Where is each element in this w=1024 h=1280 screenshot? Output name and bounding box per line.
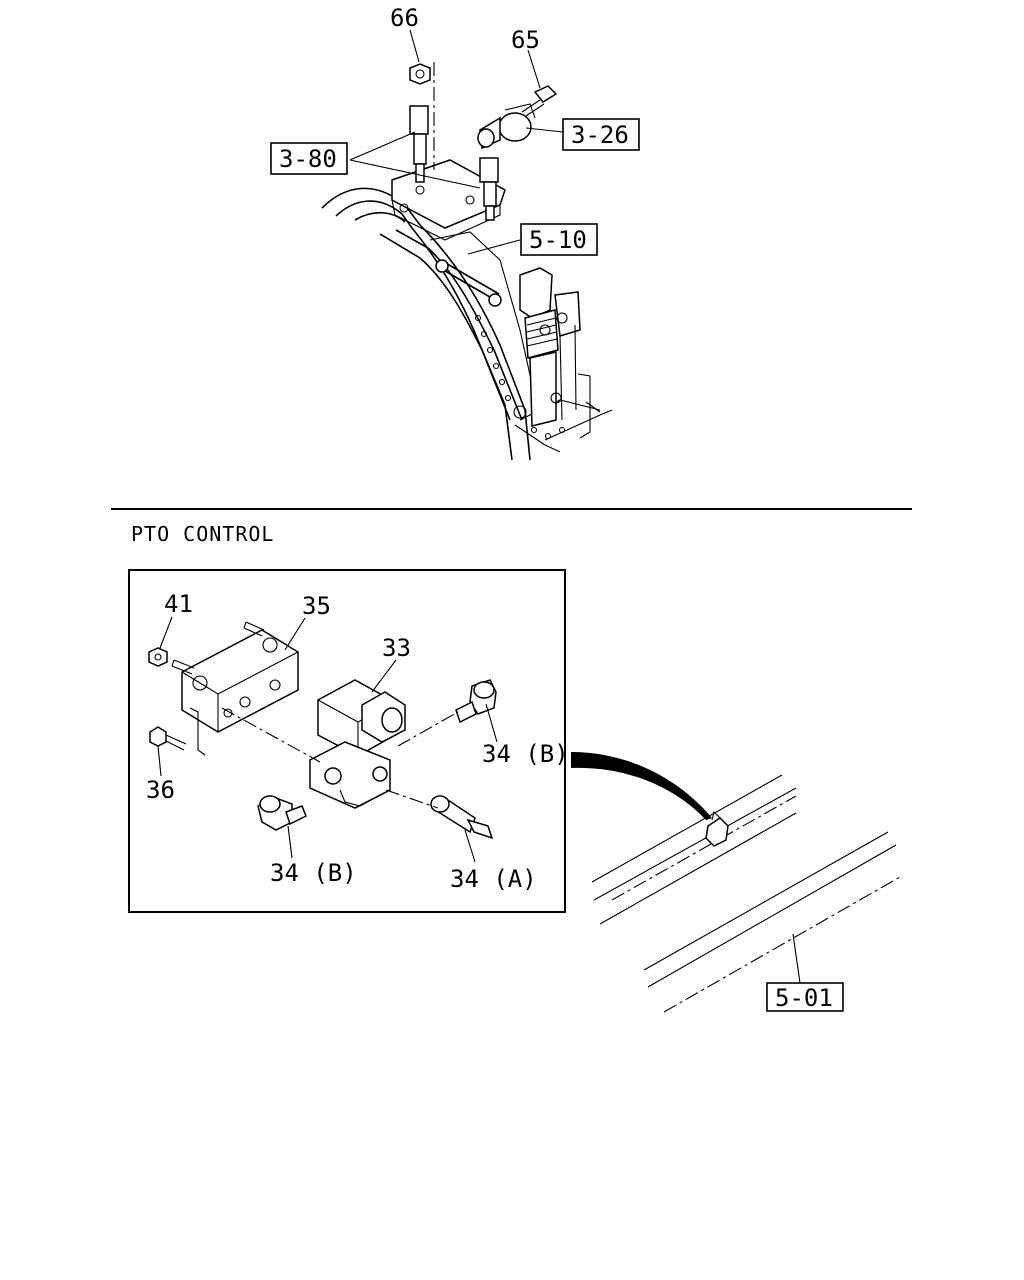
callout-36: 36 xyxy=(146,776,175,804)
bolt-36 xyxy=(149,726,187,751)
ref-5-01-label: 5-01 xyxy=(775,984,833,1012)
pto-solenoid xyxy=(309,679,406,809)
top-leaders xyxy=(349,29,564,255)
callout-34a: 34 (A) xyxy=(450,865,537,893)
fitting-34b-right xyxy=(455,679,497,724)
valve-fitting-right xyxy=(479,157,499,221)
ref-box-5-10: 5-10 xyxy=(520,223,598,256)
bolt-65 xyxy=(521,85,558,117)
callout-41: 41 xyxy=(164,590,193,618)
callout-65: 65 xyxy=(511,26,540,54)
locator-arrow xyxy=(571,752,712,820)
rail-rivets xyxy=(474,314,566,440)
callout-66: 66 xyxy=(390,4,419,32)
top-assembly-drawing xyxy=(321,62,613,461)
callout-33: 33 xyxy=(382,634,411,662)
ref-box-5-01: 5-01 xyxy=(766,982,844,1012)
frame-rail-drawing xyxy=(571,752,901,1013)
solenoid-valve xyxy=(477,103,536,150)
detail-frame xyxy=(128,569,566,913)
fitting-34a xyxy=(430,795,494,840)
rail-mounted-part xyxy=(705,810,729,847)
ref-5-10-label: 5-10 xyxy=(529,226,587,254)
ref-box-3-26: 3-26 xyxy=(562,118,640,151)
ref-3-80-label: 3-80 xyxy=(279,145,337,173)
callout-34b-right: 34 (B) xyxy=(482,740,569,768)
valve-fitting-left xyxy=(409,105,429,183)
cylinder-assembly xyxy=(513,267,591,439)
detail-drawing xyxy=(148,621,497,840)
section-title: PTO CONTROL xyxy=(131,522,274,546)
ref-box-3-80: 3-80 xyxy=(270,142,348,175)
nut-66 xyxy=(409,63,431,85)
callout-34b-left: 34 (B) xyxy=(270,859,357,887)
detail-leaders xyxy=(157,616,498,863)
ref-3-26-label: 3-26 xyxy=(571,121,629,149)
fitting-34b-left xyxy=(257,795,307,831)
mounting-bracket xyxy=(171,621,299,756)
nut-41 xyxy=(148,647,168,667)
callout-35: 35 xyxy=(302,592,331,620)
